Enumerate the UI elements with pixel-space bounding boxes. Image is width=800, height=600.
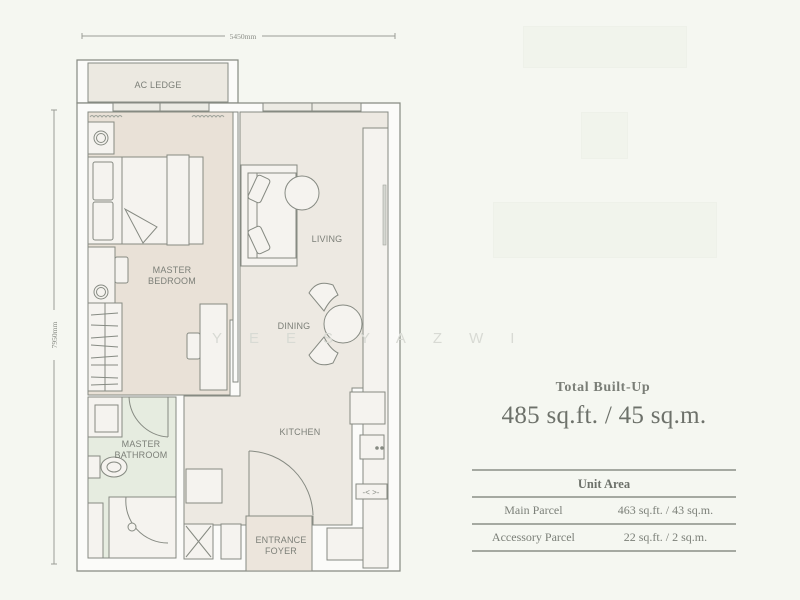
parcel-label: Accessory Parcel (472, 524, 595, 552)
width-dimension-label: 5450mm (230, 32, 257, 41)
master-bathroom-label-1: MASTER (122, 439, 161, 449)
master-bedroom-label-1: MASTER (153, 265, 192, 275)
pillow (92, 201, 114, 241)
shower-area (108, 496, 177, 559)
hob-icon: -< >- (363, 488, 380, 497)
living-label: LIVING (312, 234, 343, 244)
parcel-label: Main Parcel (472, 497, 595, 525)
basin (94, 404, 119, 433)
washing-machine (185, 468, 223, 504)
hob (355, 483, 388, 500)
total-built-up-title: Total Built-Up (555, 380, 651, 395)
partition-wall (232, 111, 239, 383)
dining-label: DINING (278, 321, 311, 331)
total-built-up-value: 485 sq.ft. / 45 sq.m. (501, 402, 707, 429)
master-bedroom-label-2: BEDROOM (148, 276, 196, 286)
ac-ledge-label: AC LEDGE (134, 80, 181, 90)
fridge (349, 391, 386, 425)
dining-table (323, 304, 363, 344)
bed-runner (166, 154, 190, 246)
entrance-foyer-floor (245, 515, 313, 572)
entrance-foyer-label-2: FOYER (265, 546, 297, 556)
unit-area-table: Unit Area Main Parcel 463 sq.ft. / 43 sq… (472, 469, 736, 552)
parcel-value: 463 sq.ft. / 43 sq.m. (594, 497, 736, 525)
kitchen-label: KITCHEN (280, 427, 321, 437)
ghost-placeholder-3 (493, 202, 717, 258)
floor-plan: 5450mm 7950mm AC LEDGE (50, 32, 401, 572)
height-dimension-line (51, 109, 57, 565)
tv-console (382, 184, 387, 246)
ghost-placeholder-1 (523, 26, 687, 68)
dining-chair (308, 282, 339, 312)
study-desk (199, 303, 228, 391)
pillow (92, 161, 114, 201)
parcel-value: 22 sq.ft. / 2 sq.m. (594, 524, 736, 552)
window-living (262, 102, 362, 112)
entrance-door[interactable] (248, 450, 314, 517)
store-cabinet (326, 527, 364, 561)
entrance-foyer-label-1: ENTRANCE (255, 535, 306, 545)
ghost-placeholder-2 (581, 112, 628, 159)
master-bathroom-label-2: BATHROOM (115, 450, 168, 460)
total-built-up-panel: Total Built-Up 485 sq.ft. / 45 sq.m. (472, 380, 736, 430)
table-row: Accessory Parcel 22 sq.ft. / 2 sq.m. (472, 524, 736, 552)
window-bedroom (112, 102, 210, 112)
shoe-cabinet (220, 523, 242, 560)
watermark: YEESYAZWI (212, 330, 542, 347)
toilet-cistern (87, 455, 101, 479)
sink (359, 434, 385, 460)
unit-area-header: Unit Area (472, 469, 736, 498)
height-dimension-label: 7950mm (50, 322, 59, 349)
bathroom-door[interactable] (128, 396, 169, 438)
width-dimension-line (81, 33, 396, 39)
linen-cabinet (87, 502, 104, 559)
toilet (100, 456, 128, 478)
coffee-table (284, 175, 320, 211)
dining-chair (308, 336, 339, 366)
shower-drain (127, 522, 137, 532)
table-row: Main Parcel 463 sq.ft. / 43 sq.m. (472, 497, 736, 525)
ac-ledge-area (87, 62, 229, 103)
